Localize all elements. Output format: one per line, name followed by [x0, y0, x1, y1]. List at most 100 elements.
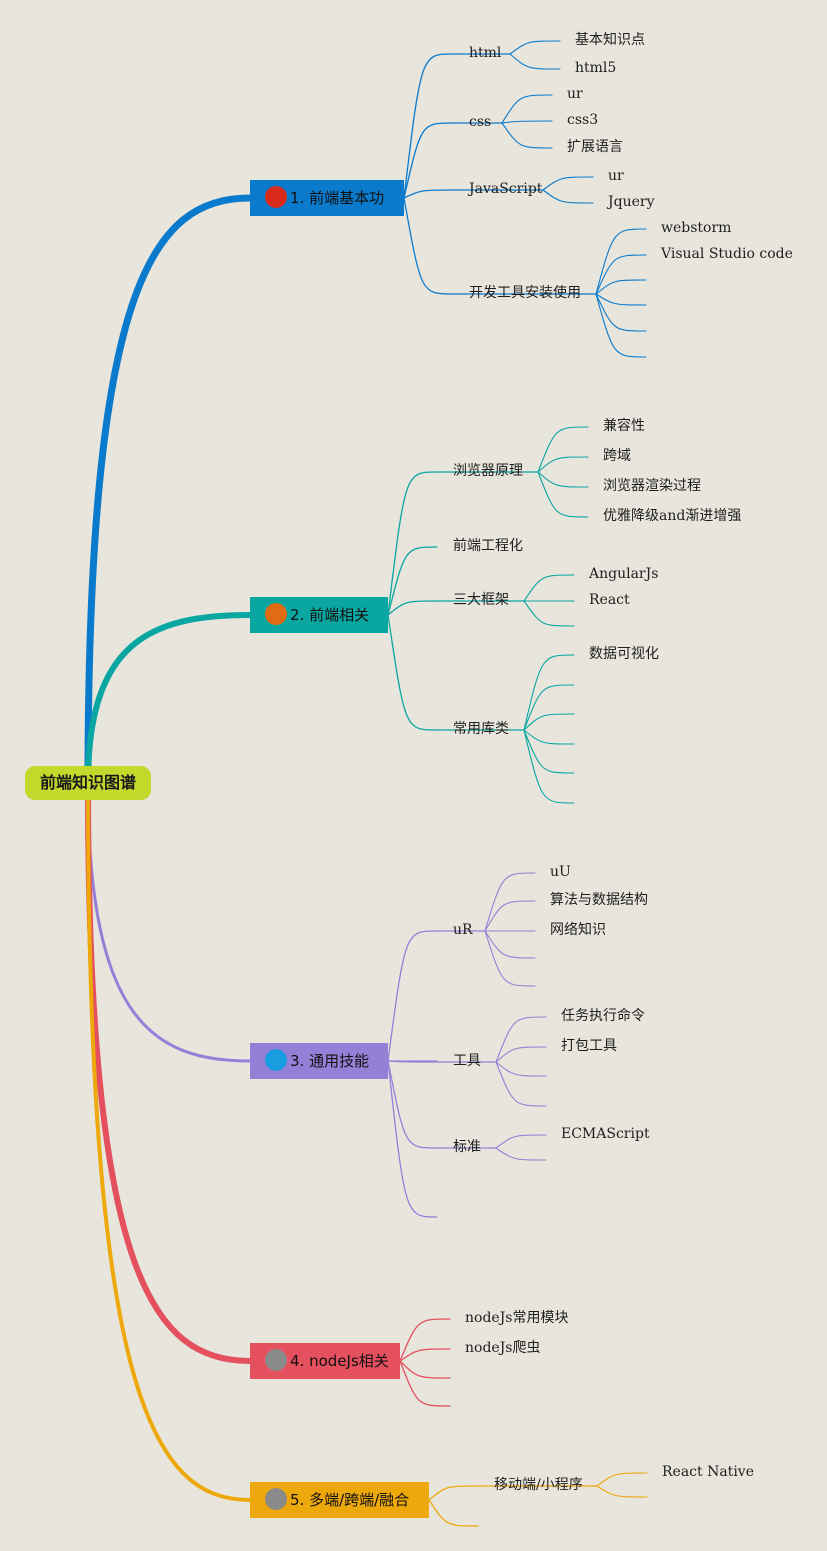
leaf-connector	[495, 1061, 547, 1107]
topic-connector	[387, 546, 438, 616]
leaf-node[interactable]: 数据可视化	[589, 646, 659, 662]
number-badge-icon: 3	[265, 1049, 287, 1071]
leaf-connector	[484, 930, 536, 959]
topic-node[interactable]: uR	[453, 922, 473, 938]
leaf-connector	[523, 600, 575, 627]
leaf-node[interactable]: css3	[567, 112, 599, 128]
topic-node[interactable]: 标准	[453, 1139, 481, 1155]
leaf-connector	[523, 729, 575, 745]
topic-connector	[428, 1499, 479, 1527]
leaf-node[interactable]: ur	[608, 168, 624, 184]
leaf-node[interactable]: AngularJs	[589, 566, 659, 582]
leaf-node[interactable]: React Native	[662, 1464, 754, 1480]
leaf-node[interactable]: Visual Studio code	[661, 246, 793, 262]
branch-label: 1. 前端基本功	[290, 189, 385, 207]
leaf-node[interactable]: React	[589, 592, 630, 608]
leaf-node[interactable]: 优雅降级and渐进增强	[603, 508, 742, 524]
leaf-connector	[537, 471, 589, 518]
leaf-connector	[537, 471, 589, 488]
leaf-connector	[595, 293, 647, 306]
topic-node[interactable]: 工具	[453, 1053, 481, 1069]
leaf-connector	[595, 254, 647, 295]
topic-connector	[387, 1060, 438, 1218]
topic-connector	[387, 1060, 438, 1063]
branch-connector	[84, 194, 254, 787]
topic-node[interactable]: css	[469, 114, 492, 130]
topic-connector	[387, 930, 438, 1062]
leaf-connector	[596, 1472, 648, 1487]
topic-node[interactable]: nodeJs常用模块	[465, 1310, 569, 1326]
leaf-connector	[523, 574, 575, 602]
leaf-node[interactable]: 基本知识点	[575, 32, 645, 48]
topic-connector	[403, 53, 454, 199]
topic-node[interactable]: 开发工具安装使用	[469, 285, 581, 301]
leaf-connector	[523, 684, 575, 731]
topic-node[interactable]: 移动端/小程序	[494, 1477, 583, 1493]
topic-node[interactable]: html	[469, 45, 502, 61]
leaf-node[interactable]: webstorm	[661, 220, 732, 236]
leaf-connector	[495, 1134, 547, 1149]
branch-connector	[85, 612, 253, 786]
topic-connector	[399, 1318, 451, 1362]
topic-node[interactable]: 常用库类	[453, 721, 509, 737]
leaf-connector	[509, 53, 561, 70]
leaf-node[interactable]: 浏览器渲染过程	[603, 478, 701, 494]
leaf-connector	[523, 713, 575, 731]
leaf-connector	[595, 279, 647, 295]
number-badge-icon: 2	[265, 603, 287, 625]
topic-connector	[403, 122, 454, 199]
leaf-connector	[495, 1046, 547, 1063]
branch-connector	[86, 781, 252, 1502]
branch-label: 4. nodeJs相关	[290, 1352, 389, 1370]
leaf-connector	[495, 1016, 547, 1063]
leaf-connector	[484, 900, 536, 932]
branch-label: 3. 通用技能	[290, 1052, 370, 1070]
leaf-node[interactable]: 扩展语言	[567, 139, 623, 155]
number-badge-icon: 4	[265, 1349, 287, 1371]
leaf-node[interactable]: 算法与数据结构	[550, 892, 648, 908]
leaf-connector	[501, 94, 553, 124]
leaf-connector	[484, 872, 536, 932]
leaf-connector	[484, 930, 536, 987]
root-node[interactable]: 前端知识图谱	[25, 766, 151, 800]
topic-node[interactable]: 三大框架	[453, 592, 509, 608]
leaf-connector	[501, 120, 553, 124]
leaf-connector	[537, 426, 589, 473]
leaf-node[interactable]: 跨域	[603, 448, 631, 464]
leaf-node[interactable]: 任务执行命令	[561, 1008, 645, 1024]
leaf-node[interactable]: html5	[575, 60, 617, 76]
branch-label: 2. 前端相关	[290, 606, 370, 624]
leaf-node[interactable]: 网络知识	[550, 922, 606, 938]
topic-connector	[399, 1348, 451, 1362]
topic-connector	[399, 1360, 451, 1407]
topic-connector	[399, 1360, 451, 1379]
leaf-node[interactable]: ECMAScript	[561, 1126, 650, 1142]
leaf-connector	[523, 729, 575, 804]
topic-node[interactable]: JavaScript	[469, 181, 543, 197]
leaf-node[interactable]: uU	[550, 864, 571, 880]
topic-connector	[387, 600, 438, 616]
leaf-connector	[495, 1147, 547, 1161]
topic-connector	[387, 1060, 438, 1149]
leaf-connector	[523, 729, 575, 774]
leaf-node[interactable]: 打包工具	[561, 1038, 617, 1054]
leaf-node[interactable]: Jquery	[608, 194, 655, 210]
leaf-connector	[495, 1061, 547, 1077]
branch-label: 5. 多端/跨端/融合	[290, 1491, 410, 1509]
leaf-connector	[537, 456, 589, 473]
leaf-node[interactable]: 兼容性	[603, 418, 645, 434]
branch-connector	[86, 781, 252, 1063]
number-badge-icon: 5	[265, 1488, 287, 1510]
topic-node[interactable]: 前端工程化	[453, 538, 523, 554]
topic-node[interactable]: nodeJs爬虫	[465, 1340, 541, 1356]
leaf-connector	[595, 293, 647, 358]
topic-node[interactable]: 浏览器原理	[453, 463, 523, 479]
leaf-node[interactable]: ur	[567, 86, 583, 102]
leaf-connector	[542, 176, 594, 191]
leaf-connector	[523, 654, 575, 731]
